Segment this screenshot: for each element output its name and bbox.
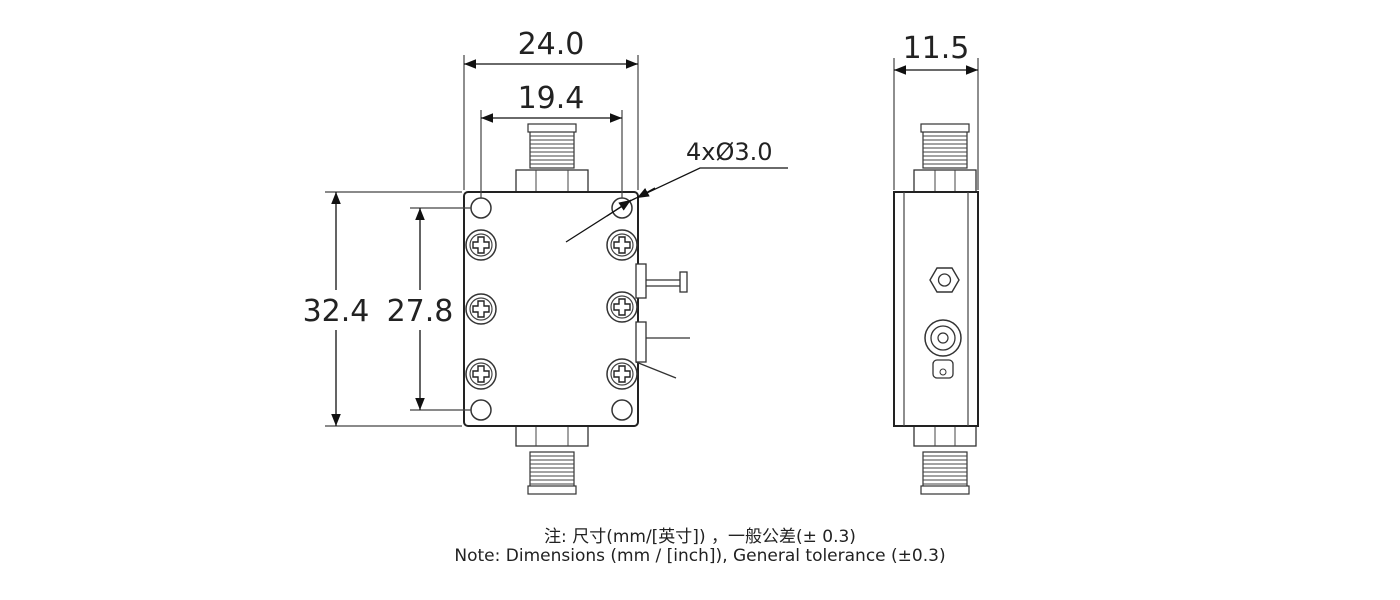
dim-hole-callout: 4xØ3.0 bbox=[686, 138, 773, 166]
side-view: 11.5 bbox=[893, 31, 979, 495]
dim-hole-spacing-height: 27.8 bbox=[387, 294, 454, 329]
side-hex-nut bbox=[929, 267, 960, 293]
hole-callout-leader bbox=[565, 167, 788, 243]
dim-thickness: 11.5 bbox=[903, 31, 970, 66]
side-top-connector bbox=[913, 123, 977, 193]
side-feedthrough bbox=[924, 319, 962, 379]
dim-hole-spacing-width: 19.4 bbox=[518, 81, 585, 116]
note-chinese: 注: 尺寸(mm/[英寸]) ，一般公差(± 0.3) bbox=[544, 527, 856, 547]
side-bottom-connector bbox=[913, 423, 977, 495]
note-english: Note: Dimensions (mm / [inch]), General … bbox=[454, 546, 946, 566]
top-sma-connector bbox=[515, 123, 589, 193]
device-body-side bbox=[893, 191, 979, 427]
device-body-front bbox=[463, 191, 639, 427]
side-leads bbox=[635, 263, 690, 379]
bottom-sma-connector bbox=[515, 423, 589, 495]
dim-overall-height: 32.4 bbox=[303, 294, 370, 329]
front-view: 24.0 19.4 32.4 27.8 4xØ3.0 bbox=[296, 27, 788, 495]
dim-overall-width: 24.0 bbox=[518, 27, 585, 62]
